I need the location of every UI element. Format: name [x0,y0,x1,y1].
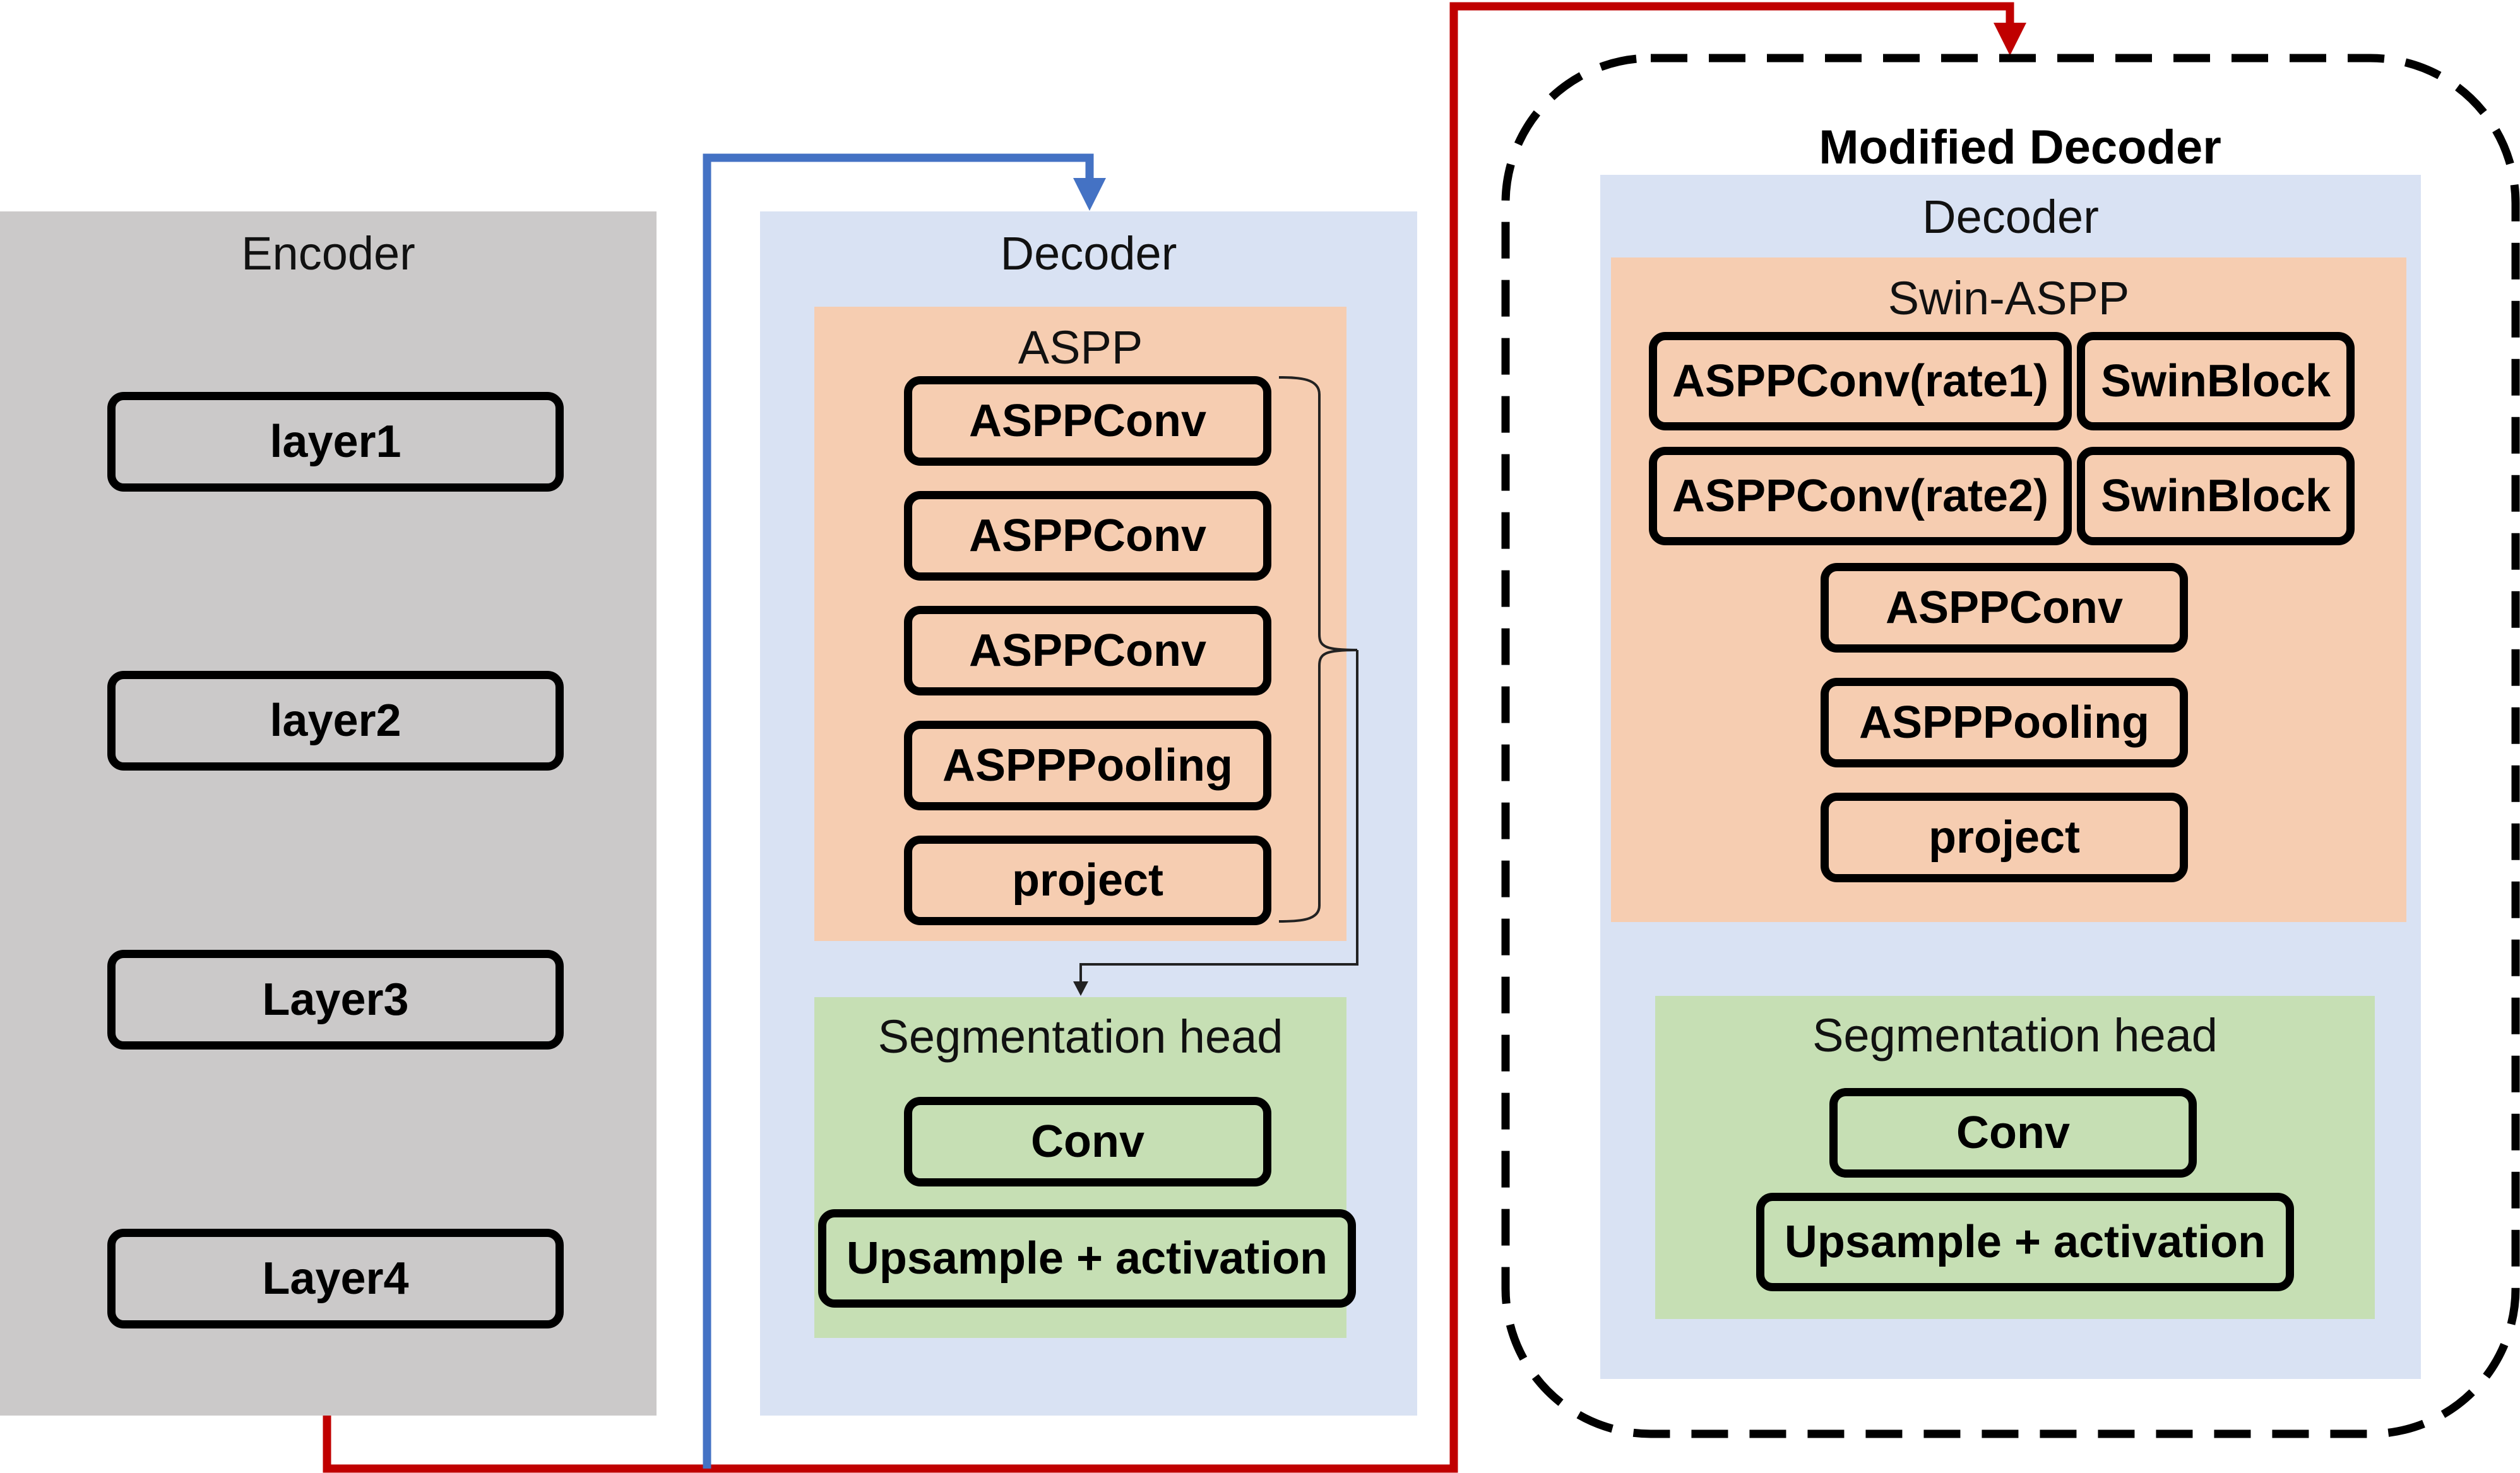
seg-upsample-block: Upsample + activation [818,1209,1356,1308]
encoder-layer-4: Layer4 [107,1229,564,1328]
aspp-conv-rate2-block: ASPPConv(rate2) [1649,447,2072,545]
red-encoder-to-modified-decoder-arrow [323,2,2026,1473]
swin-aspp-title: Swin-ASPP [1887,272,2130,324]
aspp-to-seg-arrowhead [1073,981,1088,996]
aspp-conv-block-2: ASPPConv [904,491,1271,581]
modified-seg-conv-block: Conv [1829,1088,2197,1178]
aspp-panel: ASPP ASPPConv ASPPConv ASPPConv ASPPPool… [814,307,1346,941]
aspp-project-block: project [904,836,1271,925]
swin-aspp-panel: Swin-ASPP ASPPConv(rate1) SwinBlock ASPP… [1611,257,2406,922]
swin-aspp-project-block: project [1821,793,2188,882]
encoder-layer-1: layer1 [107,392,564,492]
segmentation-head-panel: Segmentation head Conv Upsample + activa… [814,997,1356,1338]
modified-decoder-title: Modified Decoder [1819,121,2221,174]
aspp-conv-block-1: ASPPConv [904,376,1271,466]
modified-seg-upsample-block: Upsample + activation [1756,1193,2294,1291]
encoder-layer-2: layer2 [107,671,564,771]
blue-encoder-to-decoder-arrow [703,153,1106,1469]
swin-block-1: SwinBlock [2077,332,2355,430]
segmentation-head-title: Segmentation head [877,1010,1283,1063]
aspp-conv-rate1-block: ASPPConv(rate1) [1649,332,2072,430]
encoder-title: Encoder [241,227,415,280]
aspp-to-seg-thin-arrow [1079,650,1358,985]
aspp-pooling-block: ASPPPooling [904,721,1271,810]
encoder-layer-3: Layer3 [107,950,564,1050]
seg-conv-block: Conv [904,1097,1271,1186]
aspp-conv-block-3: ASPPConv [904,606,1271,695]
modified-decoder-outline [1501,54,2520,1438]
decoder-title: Decoder [1000,227,1177,280]
swin-block-2: SwinBlock [2077,447,2355,545]
encoder-panel: Encoder layer1 layer2 Layer3 Layer4 [0,211,657,1416]
aspp-title: ASPP [1018,321,1143,374]
swin-aspp-pooling-block: ASPPPooling [1821,678,2188,767]
modified-segmentation-head-panel: Segmentation head Conv Upsample + activa… [1655,996,2375,1319]
modified-segmentation-head-title: Segmentation head [1812,1009,2218,1062]
swin-aspp-conv-block: ASPPConv [1821,563,2188,653]
modified-decoder-inner-title: Decoder [1922,191,2099,243]
